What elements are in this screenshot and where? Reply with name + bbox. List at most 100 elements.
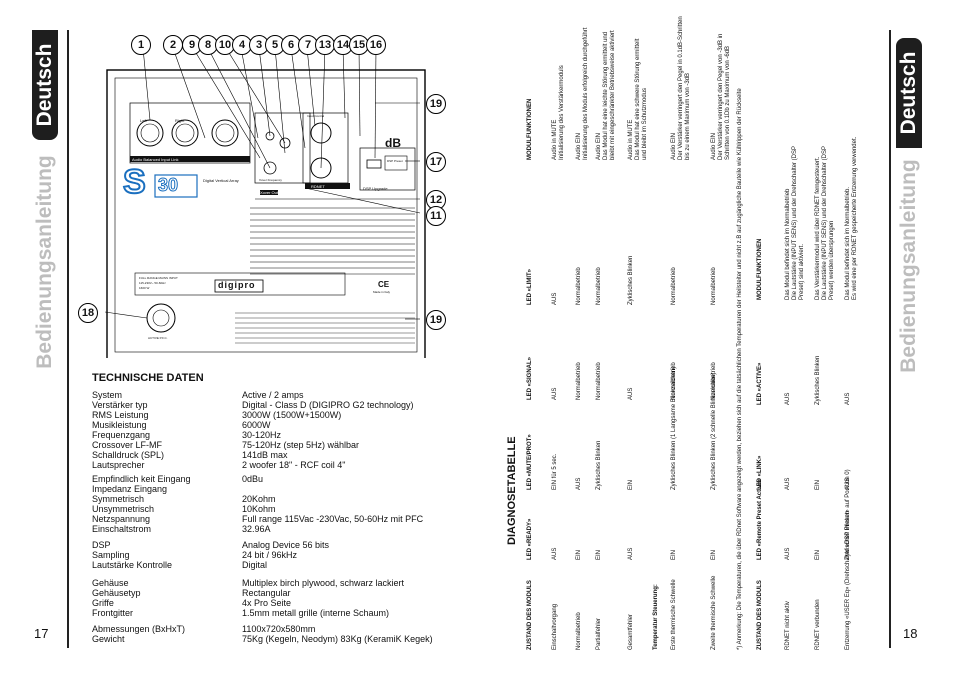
diag-cell: AUS xyxy=(552,387,558,400)
xover-freq-label: Xover Frequency xyxy=(259,178,282,182)
diag-func: Audio EIN xyxy=(576,132,582,160)
diag-cell: Normalbetrieb xyxy=(711,362,717,400)
page-number-left: 17 xyxy=(34,626,49,641)
callout: 19 xyxy=(426,94,446,114)
tech-label: Crossover LF-MF xyxy=(92,440,163,450)
diag-header: LED «MUTE/PROT» xyxy=(527,434,533,490)
diag-func: Das Verstärkermodul wird über RDNET fern… xyxy=(815,156,821,300)
diag-note: *) Anmerkung: Die Temperaturen, die über… xyxy=(737,88,743,650)
divider-right xyxy=(889,30,891,648)
diag-cell: AUS xyxy=(785,392,791,405)
tech-label: Verstärker typ xyxy=(92,400,148,410)
diag-header: ZUSTAND DES MODULS xyxy=(757,580,763,650)
diag-state: RDNET nicht aktiv xyxy=(785,601,791,650)
tech-value: 32.96A xyxy=(242,524,271,534)
lang-tab-left: Deutsch xyxy=(32,30,58,140)
diag-cell: AUS xyxy=(785,547,791,560)
tech-value: 20Kohm xyxy=(242,494,276,504)
tech-label: RMS Leistung xyxy=(92,410,149,420)
tech-value: 30-120Hz xyxy=(242,430,282,440)
tech-label: Abmessungen (BxHxT) xyxy=(92,624,186,634)
tech-value: Analog Device 56 bits xyxy=(242,540,330,550)
callout: 10 xyxy=(215,35,235,55)
diag-state: Normalbetrieb xyxy=(576,612,582,650)
edge-title-left: Bedienungsanleitung xyxy=(33,155,56,369)
tech-value: 1100x720x580mm xyxy=(242,624,316,634)
diag-cell: Normalbetrieb xyxy=(711,267,717,305)
tech-value: 6000W xyxy=(242,420,271,430)
tech-value: 75-120Hz (step 5Hz) wählbar xyxy=(242,440,360,450)
tech-label: Frequenzgang xyxy=(92,430,151,440)
tech-label: Symmetrisch xyxy=(92,494,145,504)
digital-array-label: Digital Vertical Array xyxy=(203,178,239,183)
tech-label: Unsymmetrisch xyxy=(92,504,155,514)
diag-header: LED «ACTIVE» xyxy=(757,362,763,405)
tech-label: Sampling xyxy=(92,550,130,560)
full-range-label: FULL RANGE MAINS INPUT xyxy=(139,276,178,280)
diag-func: Schritten von 0.1Db zu Maximum von -6dB xyxy=(725,45,731,160)
callout: 14 xyxy=(333,35,353,55)
diag-cell: AUS xyxy=(552,547,558,560)
diag-cell: EIN xyxy=(711,549,717,560)
diag-state: Gesamtfehler xyxy=(628,613,634,650)
tech-value: 3000W (1500W+1500W) xyxy=(242,410,342,420)
xover-out-label: Xover Out xyxy=(260,190,279,195)
diag-func: Das Modul befindet sich im Normalbetrieb xyxy=(785,188,791,300)
svg-text:S: S xyxy=(123,163,146,201)
diag-func: Preset) werden übersprungen xyxy=(829,220,835,300)
diag-func: Preset) sind aktiviert. xyxy=(799,243,805,300)
panel-drawing: S xyxy=(104,47,426,358)
diag-cell: Normalbetrieb xyxy=(671,267,677,305)
lang-label: Deutsch xyxy=(897,51,920,135)
tech-value: 24 bit / 96kHz xyxy=(242,550,298,560)
diag-func: Das Modul befindet sich im Normalbetrieb… xyxy=(845,186,851,300)
diag-func: Audio in MUTE xyxy=(552,119,558,160)
tech-value: 1.5mm metall grille (interne Schaum) xyxy=(242,608,390,618)
diag-cell: Normalbetrieb xyxy=(576,267,582,305)
diag-cell: AUS xyxy=(785,477,791,490)
pfc-label: ACTIVE P.F.C. xyxy=(148,336,168,340)
tech-value: 75Kg (Kegeln, Neodym) 83Kg (KeramiK Kege… xyxy=(242,634,433,644)
diag-cell: EIN für 5 sec. xyxy=(552,453,558,490)
diag-cell: EIN xyxy=(596,549,602,560)
diag-state: RDNET verbunden xyxy=(815,599,821,650)
divider-left xyxy=(67,30,69,648)
tech-label: DSP xyxy=(92,540,111,550)
diag-cell: Zyklisches Blinken xyxy=(845,510,851,560)
tech-label: Gehäuse xyxy=(92,578,129,588)
diag-header: LED «Remote Preset Active» xyxy=(757,478,763,560)
diag-cell: Zyklisches Blinken xyxy=(628,255,634,305)
diag-header: LED «READY» xyxy=(527,518,533,560)
diag-func: bleibt mit eingeschränkter Betriebsweise… xyxy=(610,30,616,160)
diag-cell: AUS xyxy=(845,392,851,405)
diag-cell: Zyklisches Blinken xyxy=(596,440,602,490)
ce-mark: CE xyxy=(378,280,390,289)
tech-label: Gehäusetyp xyxy=(92,588,141,598)
diag-header: MODULFUNKTIONEN xyxy=(527,98,533,160)
diag-cell: EIN xyxy=(815,479,821,490)
diag-func: und bleibt im Schutzmodus xyxy=(642,87,648,160)
diag-func: Audio EIN xyxy=(671,132,677,160)
diag-title: DIAGNOSETABELLE xyxy=(506,436,518,545)
diag-func: Das Modul hat eine schwere Störung ermit… xyxy=(635,38,641,160)
tech-value: Multiplex birch plywood, schwarz lackier… xyxy=(242,578,405,588)
lang-label: Deutsch xyxy=(33,43,56,127)
tech-value: Full range 115Vac -230Vac, 50-60Hz mit P… xyxy=(242,514,424,524)
tech-value: 10Kohm xyxy=(242,504,276,514)
digipro-logo: digipro xyxy=(218,280,256,290)
diag-func: Initialisierung des Moduls erfolgreich d… xyxy=(583,27,589,160)
callout: 15 xyxy=(349,35,369,55)
tech-label: Musikleistung xyxy=(92,420,147,430)
voltage-label: 115-230V~ 50-60Hz xyxy=(139,281,166,285)
diag-header: LED «LINK» xyxy=(757,455,763,490)
input-control-label: Input Control xyxy=(307,114,325,118)
diag-func: Der Verstärker verringert den Pegel in 0… xyxy=(678,16,684,160)
tech-value: 4x Pro Seite xyxy=(242,598,292,608)
callout: 13 xyxy=(315,35,335,55)
diag-cell: Zyklisches Blinken xyxy=(815,355,821,405)
tech-label: System xyxy=(92,390,123,400)
tech-value: Digital xyxy=(242,560,268,570)
diag-state: Temperatur Steuerung: xyxy=(653,584,659,650)
diag-state: Partialfehler xyxy=(596,617,602,650)
